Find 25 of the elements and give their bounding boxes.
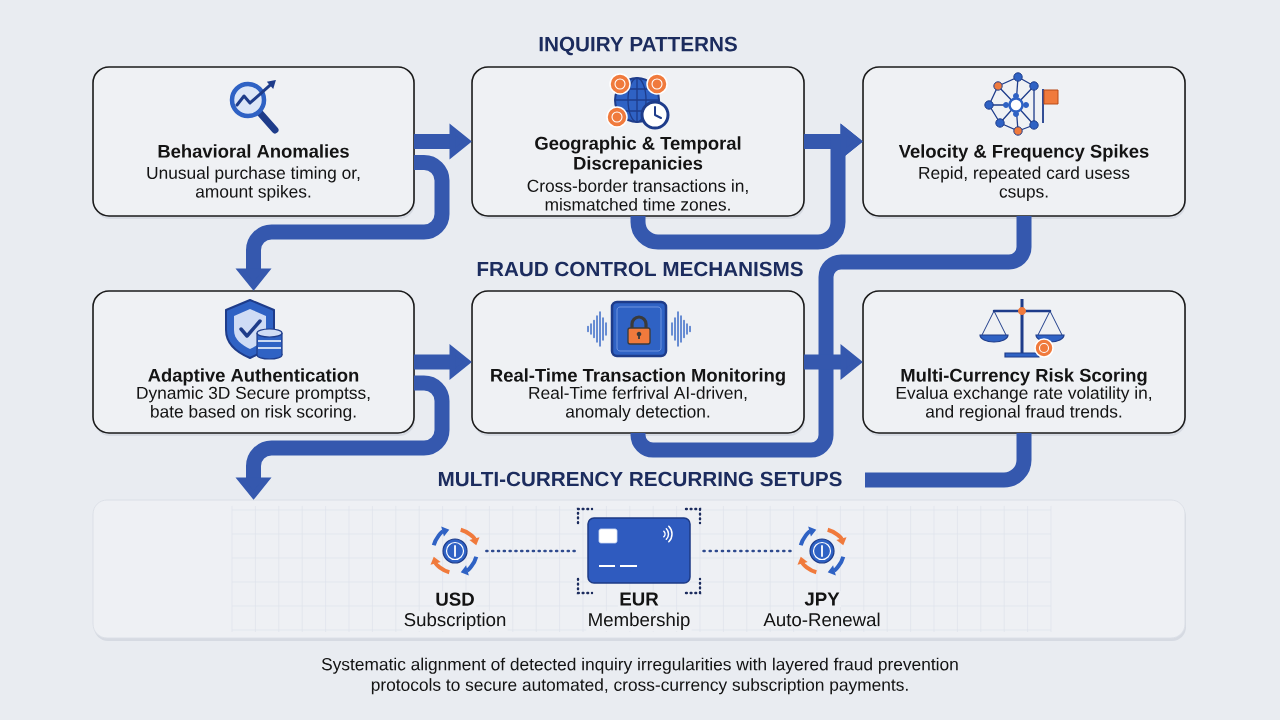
box-heading: Behavioral Anomalies [158,144,349,158]
plan-name: Auto-Renewal [762,611,882,628]
box-text: Unusual purchase timing or, amount spikes. [147,166,360,202]
currency-code: JPY [803,591,841,607]
box-heading: Real-Time Transaction Monitoring [491,368,785,386]
currency-code: USD [433,591,477,608]
currency-code: EUR [617,591,661,607]
dotted-line [482,549,579,553]
section-heading: MULTI-CURRENCY RECURRING SETUPS [438,471,842,487]
connector-line [630,216,1032,458]
section-heading: FRAUD CONTROL MECHANISMS [477,261,803,277]
plan-name: Subscription [402,611,508,632]
box-text: Real-Time ferfrival AI-driven, anomaly detection. [529,386,747,422]
box-text: Cross-border transactions in, mismatched time zones. [527,179,748,211]
dotted-line [699,549,795,553]
box-heading: Velocity & Frequency Spikes [898,144,1149,162]
plan-name: Membership [586,611,692,632]
box-text: Dynamic 3D Secure promptss, bate based on risk scoring. [137,386,370,422]
box-heading: Geographic & Temporal Discrepanicies [535,136,741,174]
box-text: Evalua exchange rate volatility in, and regional fraud trends. [896,386,1152,422]
connector-line [865,433,1032,488]
box-heading: Adaptive Authentication [148,368,359,386]
caption: Systematic alignment of detected inquiry irregularities with layered fraud prevention protocols to secure automated, cross-currency subscription payments. [321,657,958,695]
box-heading: Multi-Currency Risk Scoring [901,368,1147,386]
box-text: Repid, repeated card usess csups. [919,166,1130,202]
